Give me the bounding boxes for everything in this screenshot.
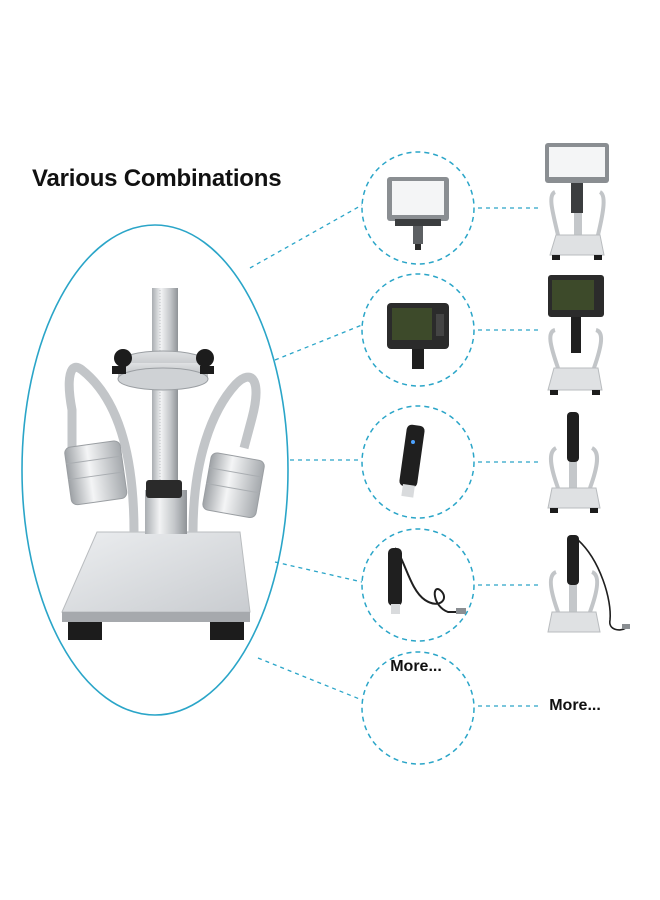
product-lcd-dark-stand <box>547 275 604 395</box>
stand-outline-oval <box>21 224 289 716</box>
product-usb-stand <box>547 535 630 633</box>
lcd-monitor-icon <box>387 177 449 250</box>
usb-microscope-icon <box>388 547 466 614</box>
microscope-stand <box>61 288 265 640</box>
product-lcd-white-stand <box>545 143 609 260</box>
connector-lines <box>249 204 540 707</box>
wifi-microscope-icon <box>399 424 425 498</box>
more-label-right: More... <box>549 697 601 714</box>
product-wifi-stand <box>547 412 601 513</box>
page-title: Various Combinations <box>32 165 282 192</box>
lcd-monitor-dark-icon <box>387 303 449 369</box>
more-label-circle: More... <box>390 658 442 675</box>
